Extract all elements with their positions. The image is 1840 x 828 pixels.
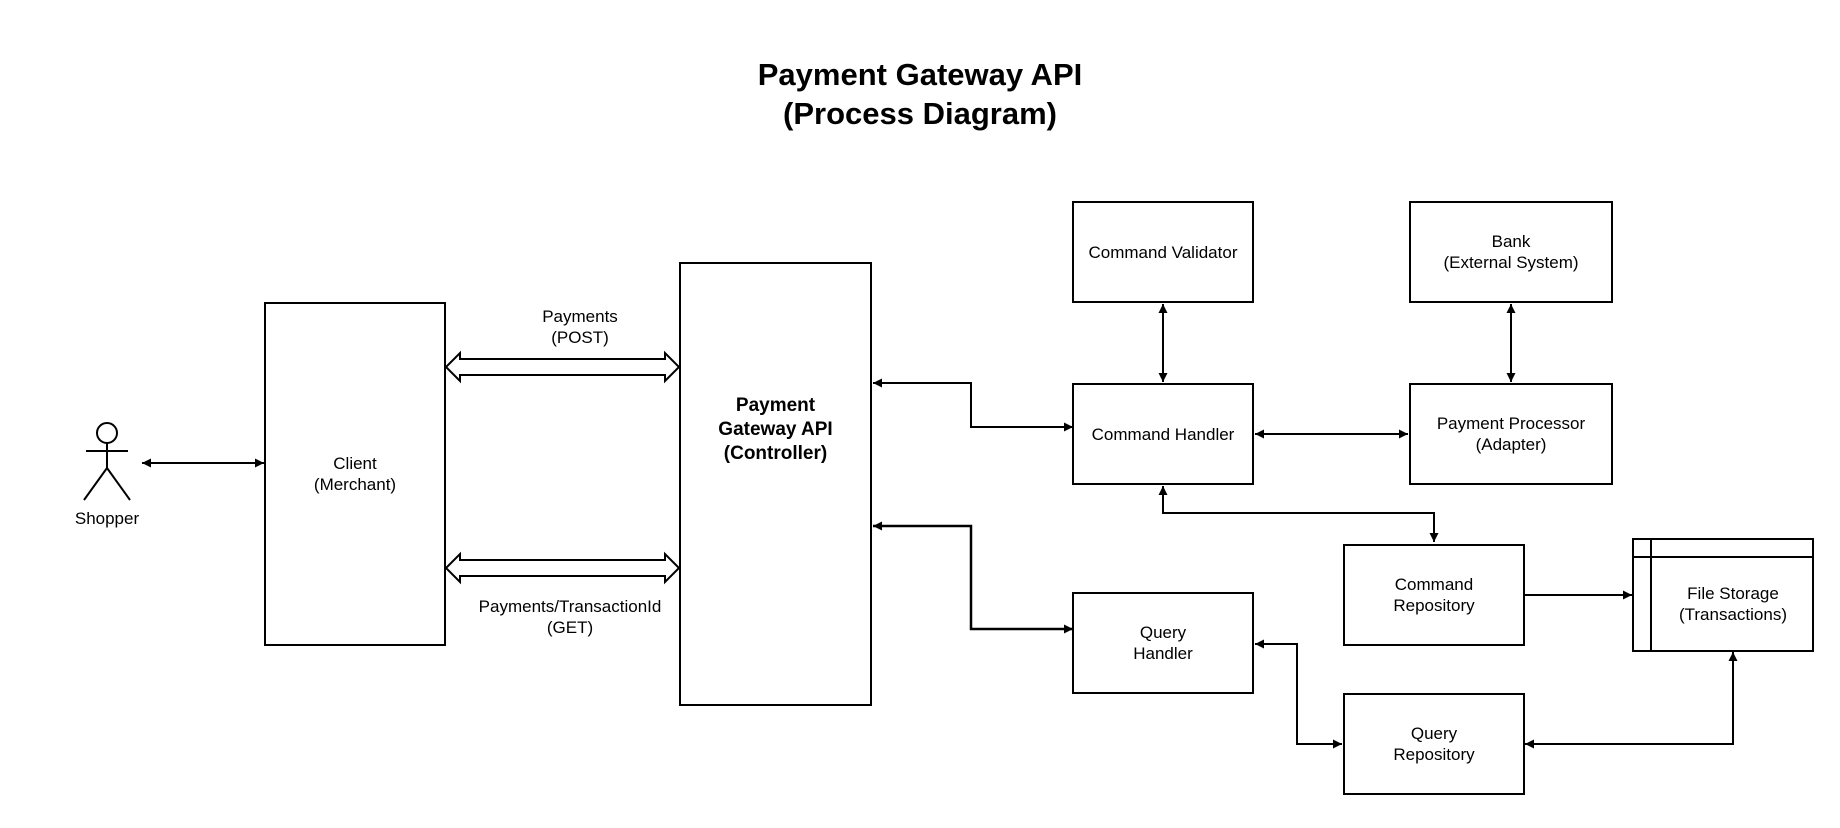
post-label: Payments (POST) <box>480 306 680 348</box>
diagram-subtitle: (Process Diagram) <box>783 96 1057 131</box>
payment-processor-box: Payment Processor (Adapter) <box>1409 383 1613 485</box>
client-line2: (Merchant) <box>313 475 397 494</box>
query-handler-line2: Handler <box>1133 644 1193 663</box>
file-storage-line1: File Storage <box>1687 584 1779 603</box>
controller-line2: Gateway API <box>718 419 833 440</box>
post-label-line2: (POST) <box>551 328 609 347</box>
client-line1: Client <box>333 454 377 473</box>
command-handler-box: Command Handler <box>1072 383 1254 485</box>
query-handler-box: Query Handler <box>1072 592 1254 694</box>
command-validator-box: Command Validator <box>1072 201 1254 303</box>
get-label-line1: Payments/TransactionId <box>478 597 662 616</box>
bank-line1: Bank <box>1491 232 1531 251</box>
payment-processor-line1: Payment Processor <box>1436 414 1586 433</box>
controller-box: Payment Gateway API (Controller) <box>679 262 872 706</box>
bank-box: Bank (External System) <box>1409 201 1613 303</box>
payment-processor-line2: (Adapter) <box>1475 435 1547 454</box>
arrow-handler-command-repository <box>1158 486 1439 542</box>
get-label-line2: (GET) <box>546 618 594 637</box>
query-repository-line1: Query <box>1410 724 1458 743</box>
arrow-post <box>444 350 681 384</box>
shopper-label: Shopper <box>74 509 140 528</box>
command-repository-line1: Command <box>1394 575 1474 594</box>
bank-line2: (External System) <box>1443 253 1579 272</box>
arrow-controller-query-handler <box>873 521 1073 634</box>
controller-line1: Payment <box>735 395 816 416</box>
arrow-controller-command-handler <box>873 378 1073 432</box>
query-repository-line2: Repository <box>1393 745 1475 764</box>
command-validator-line1: Command Validator <box>1088 242 1238 262</box>
post-label-line1: Payments <box>542 307 618 326</box>
client-box: Client (Merchant) <box>264 302 446 646</box>
command-repository-line2: Repository <box>1393 596 1475 615</box>
arrow-query-handler-repository <box>1255 639 1342 749</box>
query-repository-box: Query Repository <box>1343 693 1525 795</box>
command-handler-line1: Command Handler <box>1091 424 1235 444</box>
query-handler-line1: Query <box>1139 623 1187 642</box>
diagram-title: Payment Gateway API <box>757 57 1083 92</box>
file-storage-box: File Storage (Transactions) <box>1632 538 1814 652</box>
command-repository-box: Command Repository <box>1343 544 1525 646</box>
get-label: Payments/TransactionId (GET) <box>450 596 690 638</box>
shopper-stick-figure-icon <box>83 422 131 501</box>
arrow-get <box>444 551 681 585</box>
file-storage-line2: (Transactions) <box>1678 605 1787 624</box>
arrow-query-repository-storage <box>1525 652 1738 749</box>
controller-line3: (Controller) <box>723 443 828 464</box>
